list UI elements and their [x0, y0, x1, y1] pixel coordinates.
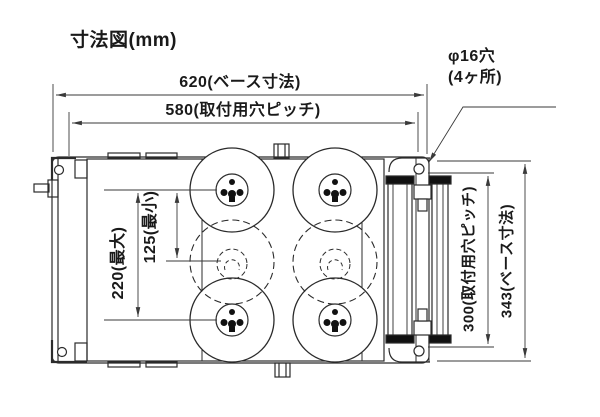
dim-label-343-base-height: 343(ベース寸法) [498, 203, 516, 319]
mounting-hole [53, 164, 65, 176]
corner-bracket-bottom-left [50, 340, 88, 364]
phi16-hole-top-right [413, 163, 425, 175]
mounting-hole [56, 346, 68, 358]
dimension-lines [52, 84, 556, 362]
corner-bracket-top-right [388, 157, 430, 173]
corner-bracket-top-left [50, 156, 88, 180]
dim-label-220-max: 220(最大) [109, 226, 127, 300]
phi16-hole-note: φ16穴 (4ヶ所) [448, 46, 502, 88]
top-edge-tab [145, 152, 178, 159]
bottom-edge-tab [145, 361, 178, 368]
leader-phi16 [428, 106, 556, 163]
corner-bracket-bottom-right [388, 347, 430, 363]
phi16-hole-note-line2: (4ヶ所) [448, 69, 503, 86]
top-knob [273, 143, 290, 159]
dim-label-300-hole-pitch-height: 300(取付用穴ピッチ) [460, 185, 478, 333]
roller-cap [428, 175, 452, 185]
hub-bolts [220, 179, 347, 332]
right-roller-assembly [385, 157, 452, 363]
bottom-edge-tab [107, 361, 141, 368]
dim-label-620-base-width: 620(ベース寸法) [179, 73, 301, 91]
bottom-knob [274, 362, 291, 378]
left-shaft [33, 179, 59, 198]
phi16-hole-note-line1: φ16穴 [448, 48, 496, 65]
rollers-solid [189, 147, 378, 363]
roller-cap [428, 334, 452, 344]
dim-label-580-hole-pitch-width: 580(取付用穴ピッチ) [165, 101, 321, 119]
roller-cap [385, 334, 415, 344]
rollers-phantom-min-position [189, 219, 378, 305]
dim-label-125-min: 125(最小) [141, 190, 159, 264]
roller-hubs [215, 173, 352, 337]
page-title: 寸法図(mm) [70, 30, 177, 51]
machine-body [33, 143, 452, 378]
phi16-hole-bottom-right [413, 345, 425, 357]
roller-cap [385, 175, 415, 185]
top-edge-tab [107, 152, 141, 159]
